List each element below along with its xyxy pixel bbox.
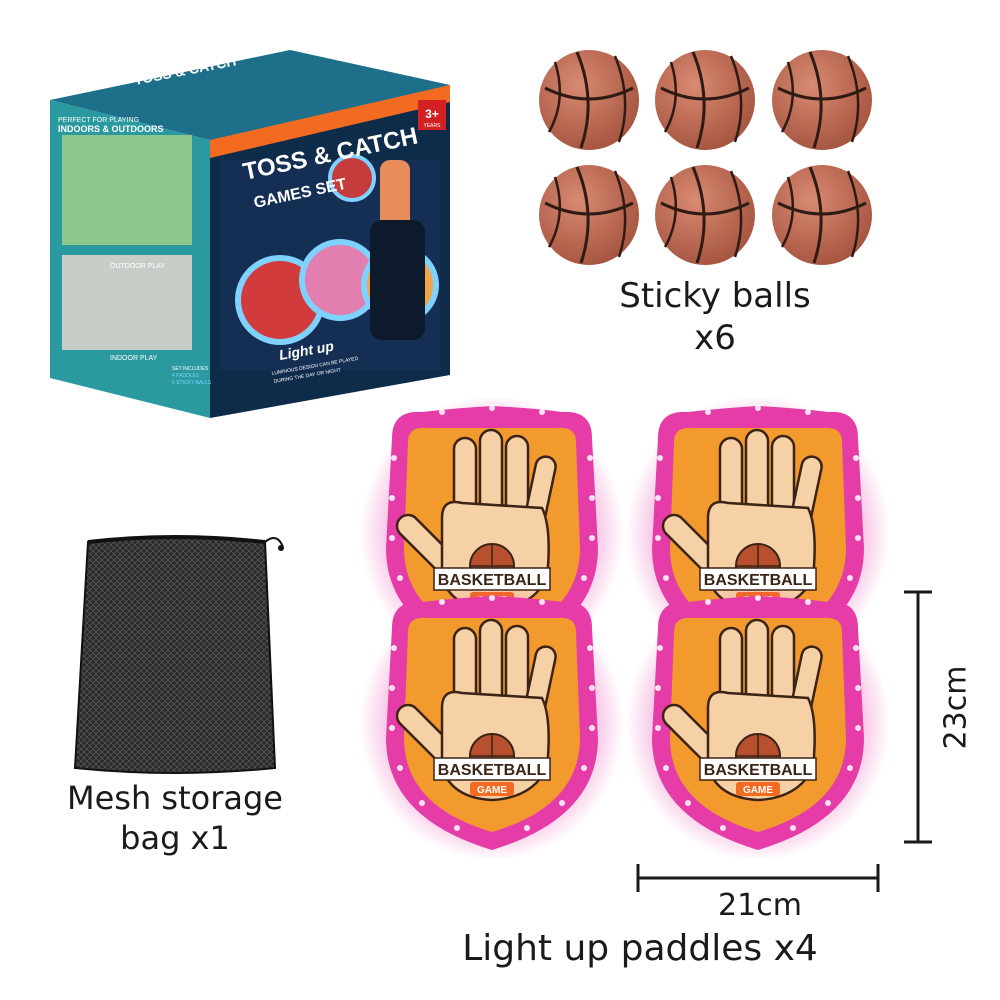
- product-box: 3+ YEARS TOSS & CATCH GAMES SET TOSS & C…: [50, 50, 450, 418]
- light-up-paddle: BASKETBALL GAME: [362, 398, 622, 668]
- box-set-includes-1: SET INCLUDES: [172, 366, 209, 372]
- sticky-balls-caption: Sticky balls x6: [619, 276, 811, 358]
- box-side-text-1: PERFECT FOR PLAYING: [58, 117, 139, 124]
- mesh-storage-bag: [73, 535, 284, 774]
- light-up-paddle: BASKETBALL GAME: [628, 398, 888, 668]
- paddle-logo-subtext: GAME: [477, 785, 507, 796]
- sticky-ball: [772, 165, 872, 265]
- box-indoor-label: INDOOR PLAY: [110, 355, 158, 362]
- width-dimension-line: [636, 864, 880, 892]
- box-set-includes-3: 6 STICKY BALLS: [172, 380, 212, 386]
- light-up-paddle: BASKETBALL GAME: [628, 588, 888, 858]
- paddle-logo-text: BASKETBALL: [438, 572, 547, 589]
- sticky-ball: [539, 50, 639, 150]
- age-badge-sub: YEARS: [424, 123, 442, 129]
- sticky-ball: [655, 165, 755, 265]
- width-dimension-label: 21cm: [718, 888, 802, 923]
- height-dimension-line: [904, 590, 932, 844]
- paddle-logo-text: BASKETBALL: [704, 572, 813, 589]
- box-outdoor-label: OUTDOOR PLAY: [110, 263, 165, 270]
- box-set-includes-2: 4 PADDLES: [172, 373, 200, 379]
- box-side-text-2: INDOORS & OUTDOORS: [58, 124, 164, 134]
- light-up-paddle: BASKETBALL GAME: [362, 588, 622, 858]
- age-badge: 3+: [425, 107, 439, 121]
- sticky-ball: [772, 50, 872, 150]
- paddle-logo-text: BASKETBALL: [438, 762, 547, 779]
- sticky-ball: [655, 50, 755, 150]
- paddle-logo-subtext: GAME: [743, 785, 773, 796]
- paddles-caption: Light up paddles x4: [462, 928, 818, 969]
- paddle-logo-text: BASKETBALL: [704, 762, 813, 779]
- height-dimension-label: 23cm: [938, 665, 974, 750]
- mesh-bag-caption: Mesh storage bag x1: [67, 779, 283, 857]
- sticky-ball: [539, 165, 639, 265]
